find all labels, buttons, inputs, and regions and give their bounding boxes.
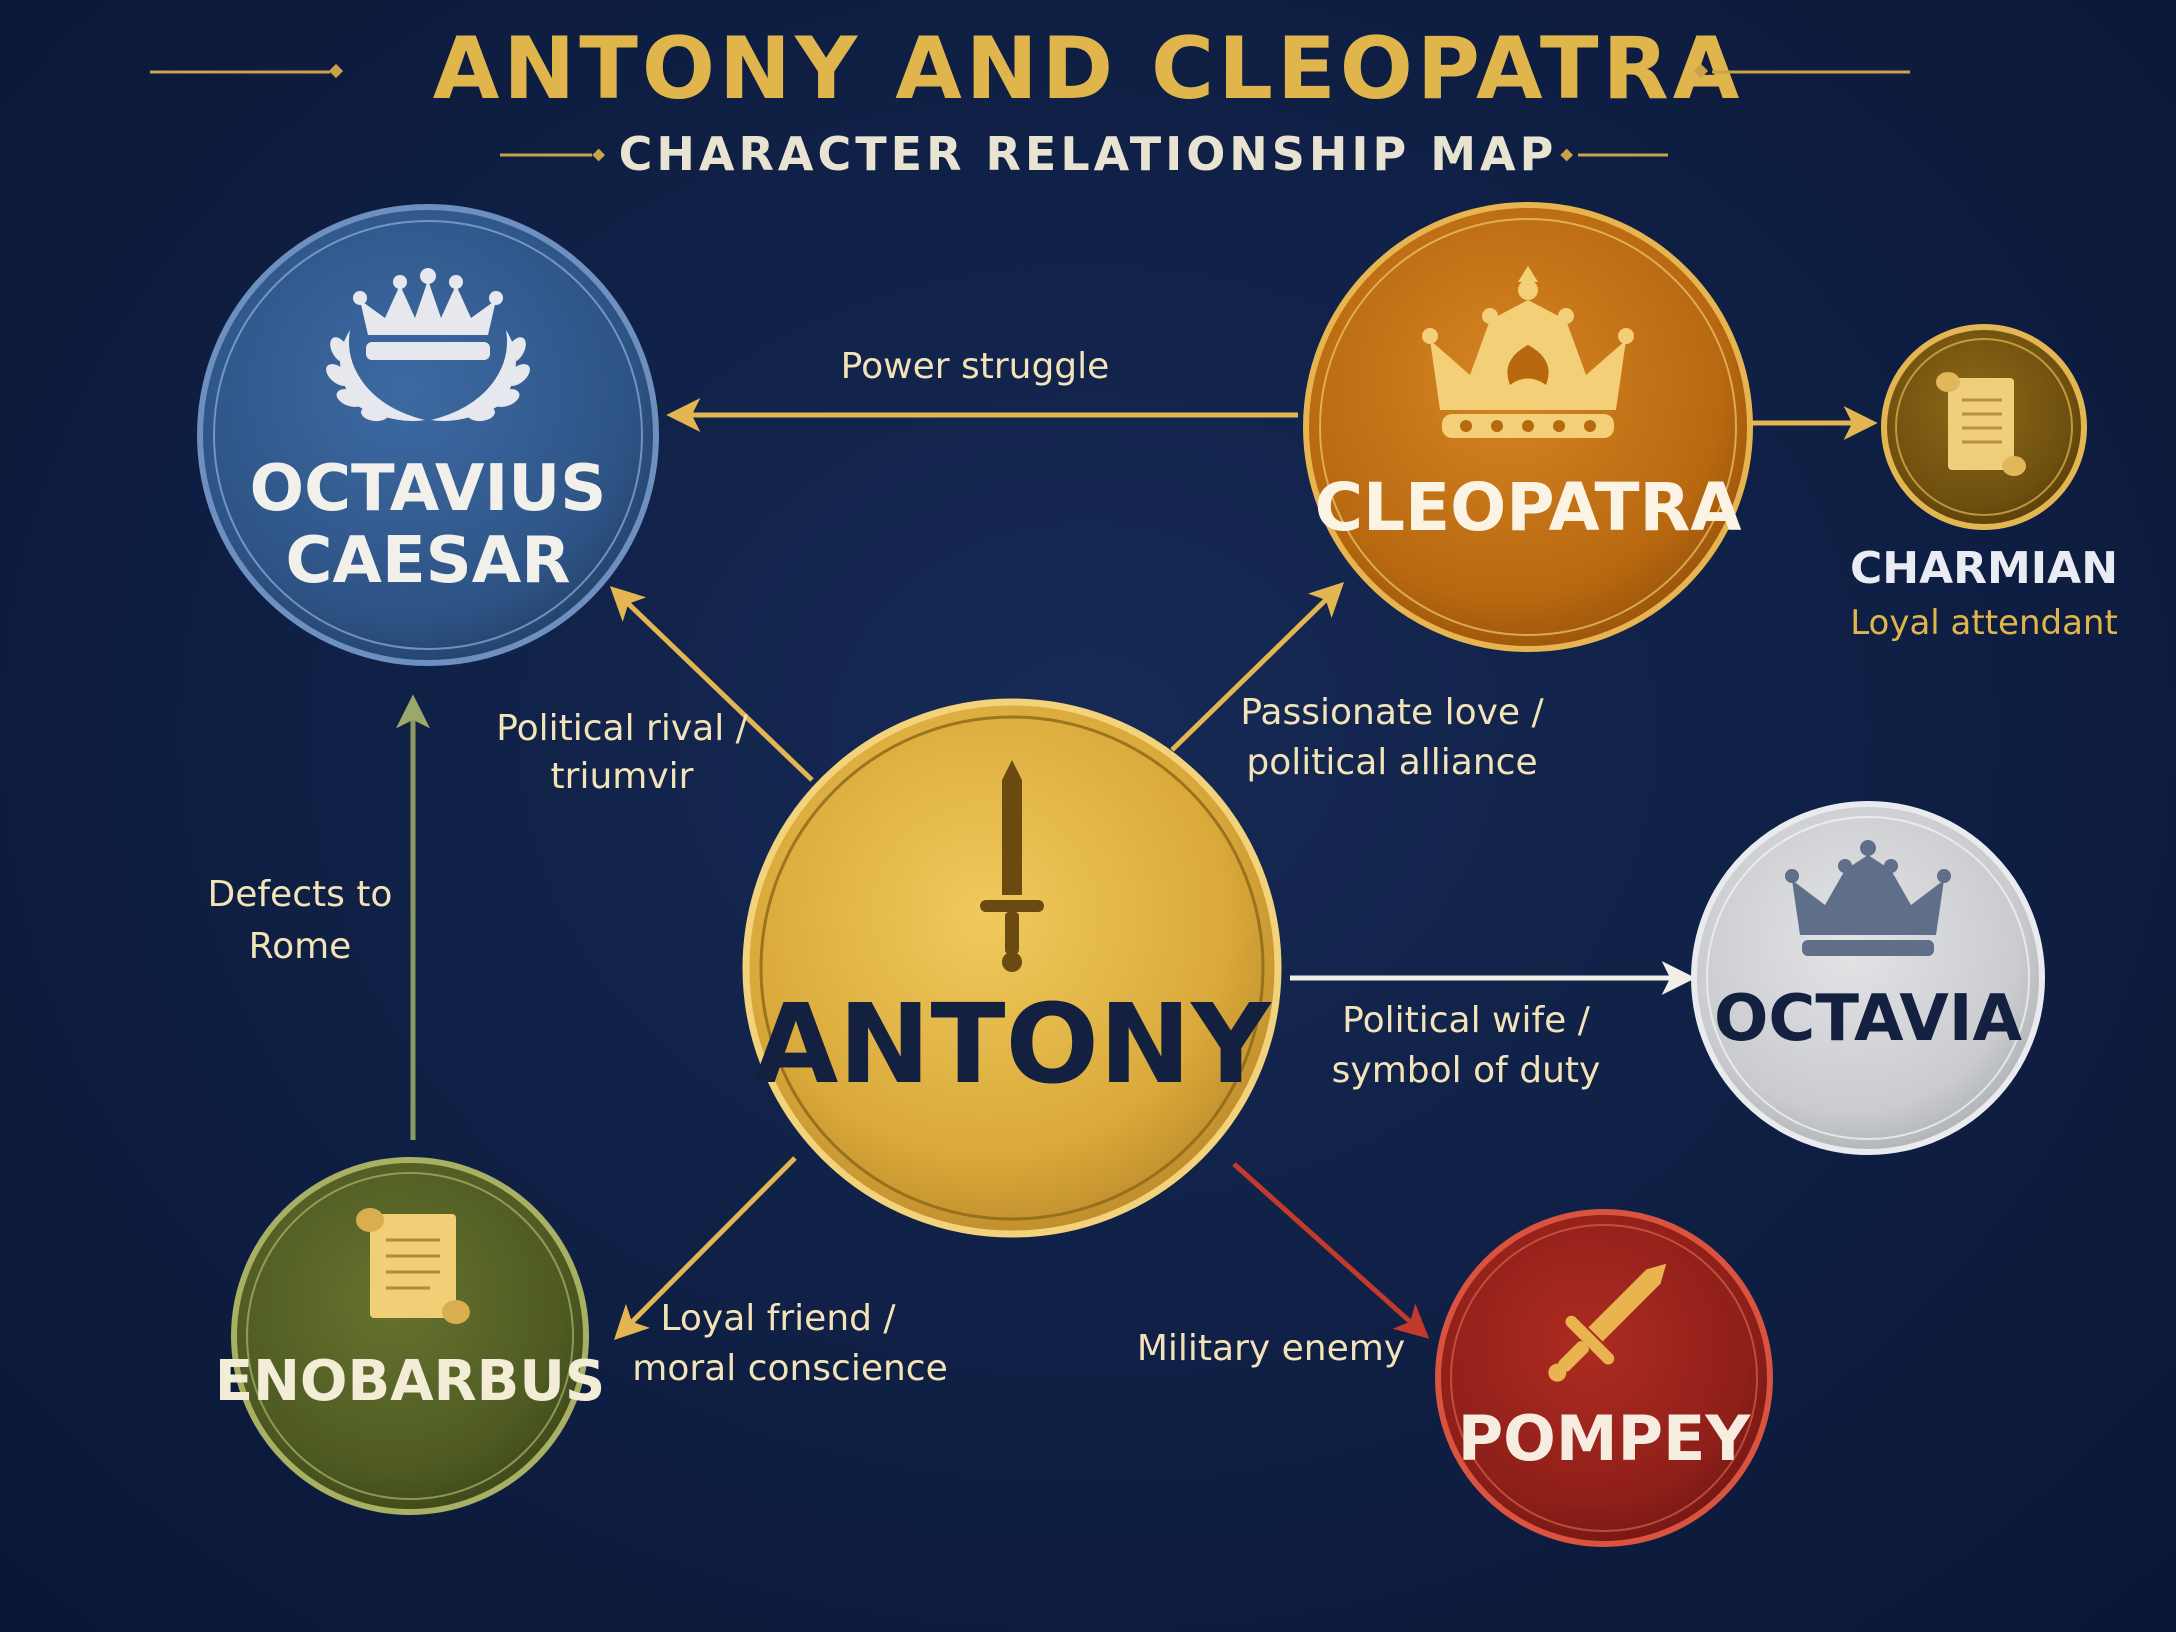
label-passionate-love-line1: Passionate love / [1240, 692, 1544, 733]
label-power-struggle: Power struggle [841, 346, 1110, 387]
node-name-charmian: CHARMIAN [1850, 543, 2118, 594]
edge-antony-enobarbus [614, 1156, 797, 1341]
edge-antony-pompey [1232, 1162, 1430, 1339]
node-octavia[interactable]: OCTAVIA [1691, 801, 2045, 1155]
relationship-labels: Power struggle Political rival / triumvi… [208, 346, 1601, 1389]
royal-crown-icon [1422, 266, 1634, 438]
label-political-wife-line1: Political wife / [1342, 1000, 1591, 1041]
label-political-wife-line2: symbol of duty [1332, 1050, 1601, 1091]
label-political-rival-line2: triumvir [551, 756, 694, 797]
sword-icon [1548, 1263, 1667, 1382]
title-ornament-left [328, 63, 344, 79]
node-cleopatra[interactable]: CLEOPATRA [1303, 202, 1753, 652]
edge-antony-octavius [609, 586, 814, 782]
label-defects-line1: Defects to [208, 874, 393, 915]
node-enobarbus[interactable]: ENOBARBUS [215, 1157, 605, 1515]
label-loyal-friend-line2: moral conscience [632, 1348, 948, 1389]
subtitle-ornament-left [592, 148, 606, 162]
node-octavius-caesar[interactable]: OCTAVIUS CAESAR [197, 204, 659, 666]
crown-with-laurel-icon [326, 268, 530, 422]
sword-icon [980, 760, 1044, 972]
page-title: ANTONY AND CLEOPATRA [433, 19, 1744, 119]
connectors [396, 398, 1878, 1341]
node-charmian[interactable]: CHARMIAN Loyal attendant [1850, 324, 2118, 643]
node-name-antony: ANTONY [753, 980, 1272, 1108]
page-subtitle: CHARACTER RELATIONSHIP MAP [619, 127, 1558, 181]
edge-antony-cleopatra [1170, 582, 1345, 752]
scroll-icon [356, 1208, 470, 1324]
title-ornament-right [1693, 63, 1709, 79]
label-military-enemy: Military enemy [1137, 1328, 1405, 1369]
node-name-octavius-line2: CAESAR [285, 524, 570, 598]
node-name-cleopatra: CLEOPATRA [1315, 469, 1742, 546]
scroll-icon [1936, 372, 2026, 476]
node-antony[interactable]: ANTONY [742, 698, 1282, 1238]
node-name-pompey: POMPEY [1458, 1402, 1752, 1475]
subtitle-ornament-right [1560, 148, 1574, 162]
header: ANTONY AND CLEOPATRA CHARACTER RELATIONS… [150, 19, 1910, 181]
charmian-role: Loyal attendant [1850, 603, 2118, 643]
node-name-octavius-line1: OCTAVIUS [250, 452, 607, 526]
label-political-rival-line1: Political rival / [496, 708, 748, 749]
label-defects-line2: Rome [249, 926, 352, 967]
label-loyal-friend-line1: Loyal friend / [660, 1298, 896, 1339]
node-name-enobarbus: ENOBARBUS [215, 1349, 605, 1414]
crown-icon [1785, 840, 1951, 956]
node-name-octavia: OCTAVIA [1714, 982, 2023, 1056]
node-pompey[interactable]: POMPEY [1435, 1209, 1773, 1547]
label-passionate-love-line2: political alliance [1246, 742, 1537, 783]
